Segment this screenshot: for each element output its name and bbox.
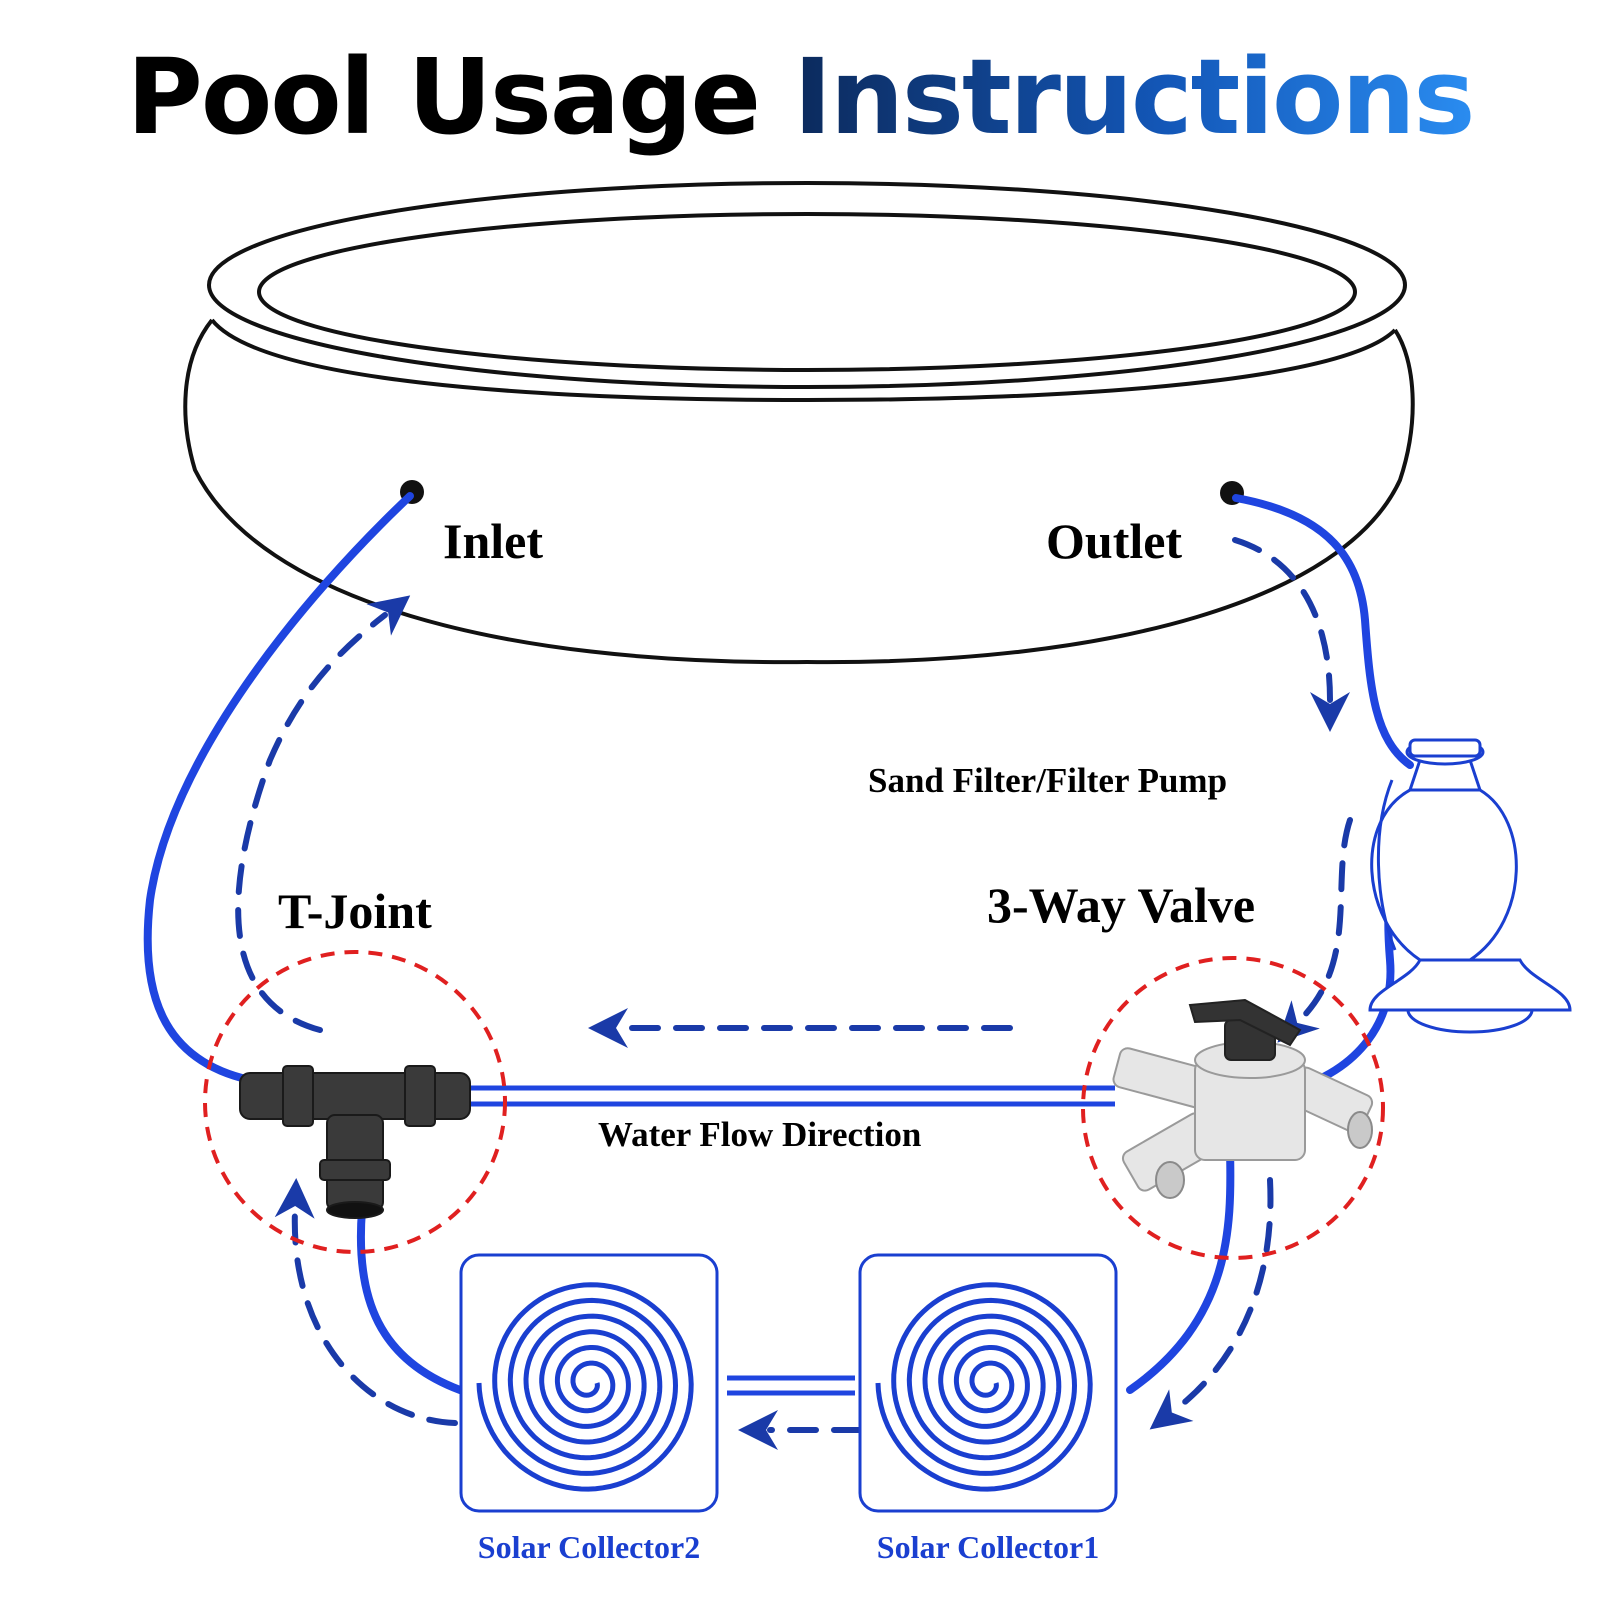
sand-filter-pump	[1368, 738, 1572, 1034]
sand-filter-label: Sand Filter/Filter Pump	[868, 761, 1227, 800]
pool-rim-outer	[207, 181, 1407, 389]
flow-arrow-tjoint-to-inlet	[235, 595, 411, 1033]
hoses	[143, 492, 1429, 1394]
inlet-label: Inlet	[443, 513, 543, 569]
t-joint	[239, 1065, 471, 1219]
main-hose	[465, 1085, 1115, 1107]
outlet-label: Outlet	[1046, 513, 1182, 569]
page-title: Pool Usage Instructions	[0, 40, 1600, 154]
highlight-circles	[203, 950, 1385, 1260]
flow-arrow-valve-to-collector1	[1149, 1177, 1274, 1430]
solar-collector-2-label: Solar Collector2	[478, 1529, 700, 1565]
collector-link-hose	[727, 1375, 855, 1396]
flow-arrow-collector2-to-tjoint	[274, 1178, 458, 1426]
solar-collector-2	[459, 1253, 719, 1513]
solar-collector-1	[858, 1253, 1118, 1513]
title-part-2: Instructions	[793, 36, 1475, 158]
pool-body	[183, 318, 1415, 665]
water-flow-label: Water Flow Direction	[598, 1115, 921, 1154]
t-joint-highlight	[203, 950, 507, 1254]
pool	[183, 181, 1415, 665]
pool-rim-inner	[257, 212, 1357, 372]
flow-arrow-filter-to-valve	[1277, 817, 1353, 1043]
inlet-hose	[143, 492, 414, 1084]
flow-arrow-outlet-to-filter	[1232, 537, 1350, 732]
collector2-to-tjoint-hose	[356, 1206, 464, 1394]
solar-collector-1-label: Solar Collector1	[877, 1529, 1099, 1565]
valve-to-collector1-hose	[1126, 1146, 1235, 1394]
three-way-valve	[1112, 998, 1374, 1199]
flow-arrows	[235, 537, 1353, 1450]
pool-rim-bottom	[210, 318, 1397, 403]
title-part-1: Pool Usage	[126, 36, 761, 158]
valve-highlight	[1081, 956, 1385, 1260]
outlet-hose	[1232, 494, 1414, 769]
t-joint-label: T-Joint	[278, 883, 432, 939]
three-way-valve-label: 3-Way Valve	[987, 877, 1255, 933]
